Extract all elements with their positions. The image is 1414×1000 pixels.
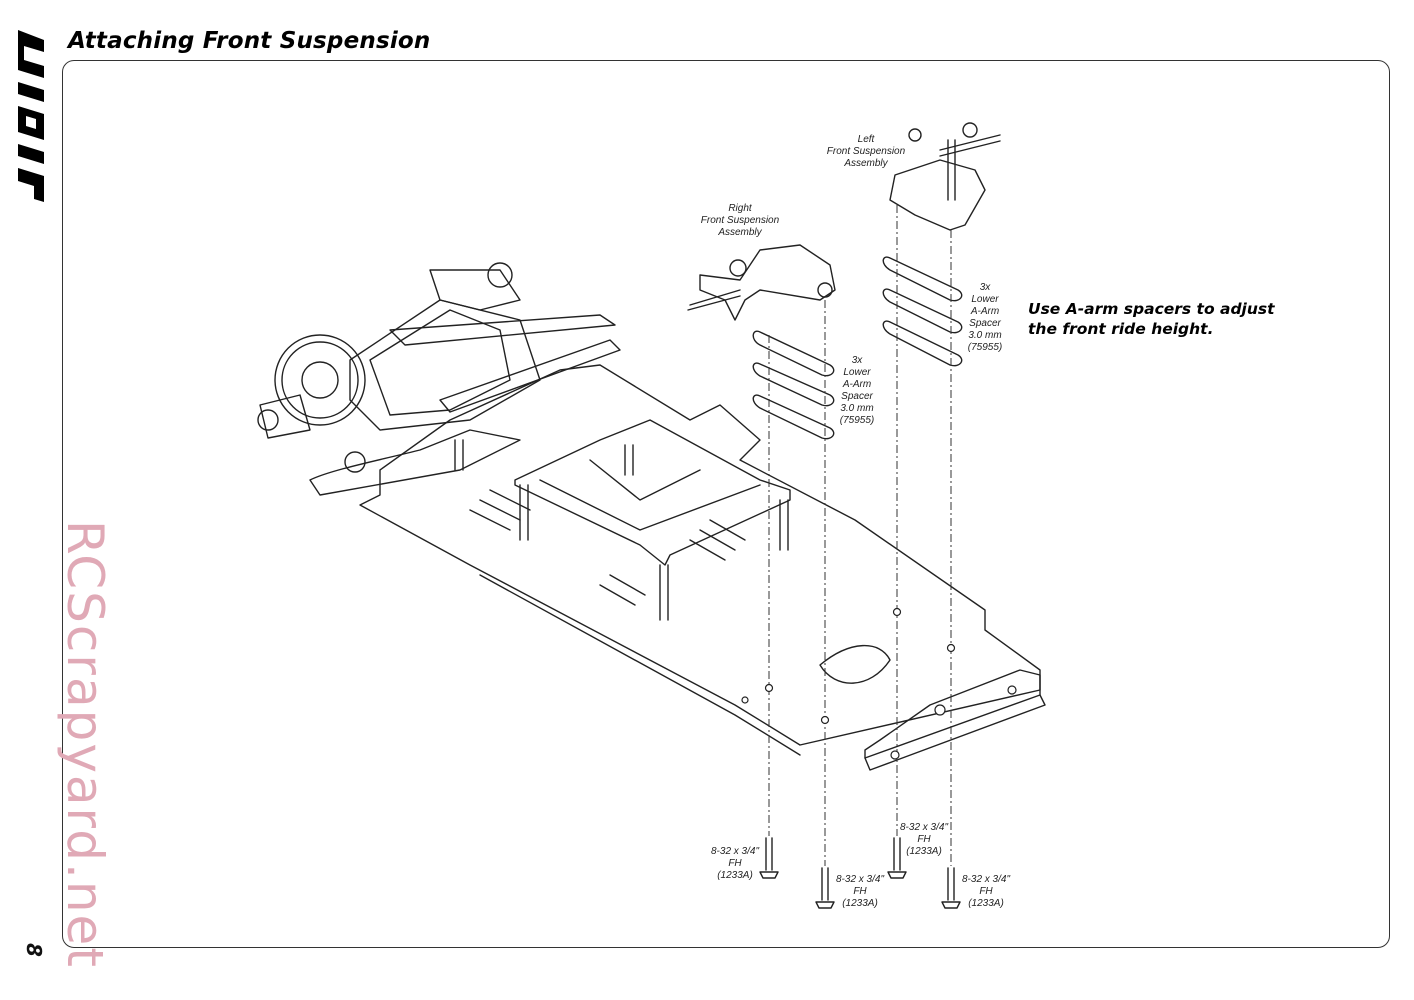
label-spacer-left: 3x Lower A-Arm Spacer 3.0 mm (75955)	[958, 282, 1012, 354]
label-line: 8-32 x 3/4"	[961, 874, 1011, 885]
label-screw-2: 8-32 x 3/4" FH (1233A)	[826, 874, 894, 910]
label-line: (1233A)	[968, 898, 1004, 909]
label-line: 3.0 mm	[968, 330, 1002, 341]
label-line: 8-32 x 3/4"	[899, 822, 949, 833]
label-screw-3: 8-32 x 3/4" FH (1233A)	[890, 822, 958, 858]
label-line: (1233A)	[906, 846, 942, 857]
label-line: Front Suspension	[700, 215, 780, 226]
label-line: Assembly	[844, 158, 888, 169]
label-line: Front Suspension	[826, 146, 906, 157]
label-line: FH	[979, 886, 993, 897]
note-line: Use A-arm spacers to adjust	[1028, 300, 1275, 318]
right-front-suspension	[699, 244, 836, 321]
label-line: 8-32 x 3/4"	[710, 846, 760, 857]
brand-logo	[18, 30, 44, 202]
label-line: FH	[917, 834, 931, 845]
label-line: (75955)	[967, 342, 1003, 353]
label-line: (75955)	[839, 415, 875, 426]
label-spacer-right: 3x Lower A-Arm Spacer 3.0 mm (75955)	[830, 355, 884, 427]
label-line: Lower	[843, 367, 871, 378]
label-line: Spacer	[841, 391, 873, 402]
label-line: Left	[857, 134, 875, 145]
label-line: 3x	[851, 355, 863, 366]
content-frame	[62, 60, 1390, 948]
ride-height-note: Use A-arm spacers to adjust the front ri…	[1028, 299, 1275, 339]
spacers-left	[882, 256, 963, 367]
label-line: A-Arm	[842, 379, 872, 390]
note-line: the front ride height.	[1028, 320, 1214, 338]
screws	[759, 837, 961, 909]
label-line: Right	[728, 203, 752, 214]
label-line: FH	[853, 886, 867, 897]
label-line: 3.0 mm	[840, 403, 874, 414]
label-line: Lower	[971, 294, 999, 305]
label-right-assembly: Right Front Suspension Assembly	[686, 203, 794, 239]
label-line: (1233A)	[842, 898, 878, 909]
label-screw-1: 8-32 x 3/4" FH (1233A)	[700, 846, 770, 882]
label-left-assembly: Left Front Suspension Assembly	[812, 134, 920, 170]
spacers-right	[752, 330, 835, 440]
front-bumper	[864, 669, 1041, 759]
page-title: Attaching Front Suspension	[68, 28, 431, 54]
label-screw-4: 8-32 x 3/4" FH (1233A)	[952, 874, 1020, 910]
chassis-plate	[359, 364, 1041, 746]
spur-gear	[274, 334, 366, 426]
label-line: 8-32 x 3/4"	[835, 874, 885, 885]
label-line: Assembly	[718, 227, 762, 238]
top-deck	[514, 419, 791, 566]
left-front-suspension	[889, 159, 986, 231]
label-line: 3x	[979, 282, 991, 293]
label-line: FH	[728, 858, 742, 869]
watermark: RCScrapyard.net	[56, 520, 114, 969]
label-line: A-Arm	[970, 306, 1000, 317]
label-line: (1233A)	[717, 870, 753, 881]
label-line: Spacer	[969, 318, 1001, 329]
